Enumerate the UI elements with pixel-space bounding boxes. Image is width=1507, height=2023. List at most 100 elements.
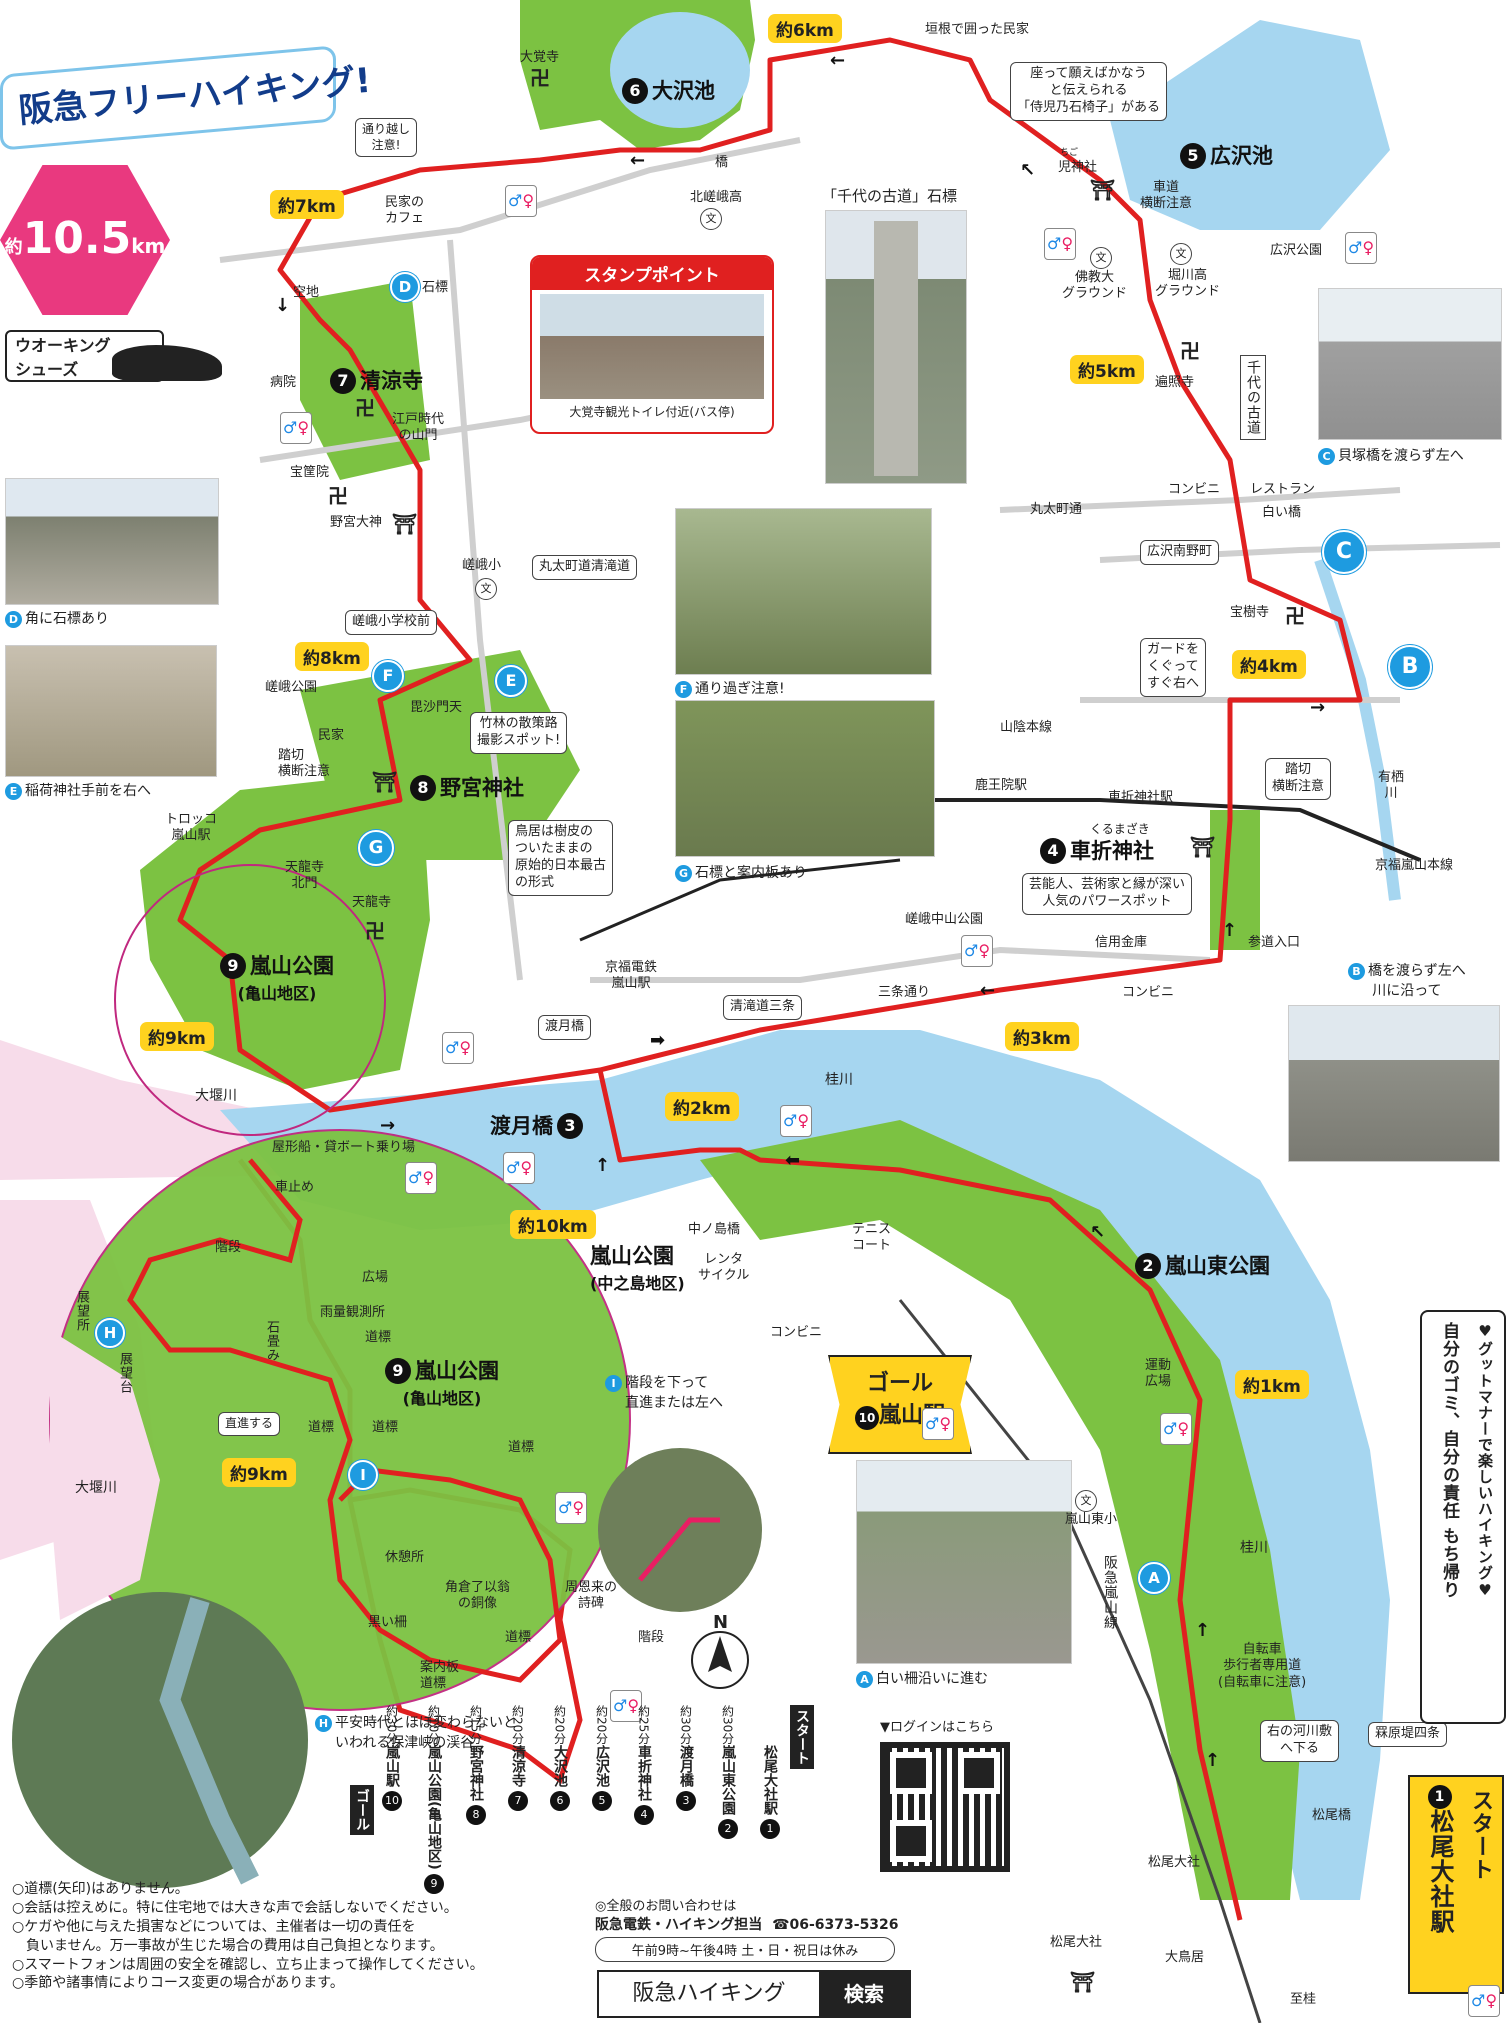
label-matsuobashi: 松尾橋 [1312, 1808, 1352, 1823]
schedule-goal-tag: ゴール [350, 1785, 374, 1835]
temple-icon-tenryuji: 卍 [365, 919, 385, 943]
label-bike: 自転車歩行者専用道(自転車に注意) [1218, 1642, 1306, 1691]
photo-C [1318, 288, 1502, 440]
zoom-label-annaiban: 案内板道標 [420, 1660, 459, 1693]
toilet-icon-4: ♂♀ [280, 412, 312, 444]
label-torii-4: の形式 [515, 874, 555, 890]
route-arrow-12: ↑ [1195, 1620, 1211, 1641]
place-7-name: 清涼寺 [360, 369, 423, 393]
search-button[interactable]: 検索 [819, 1972, 909, 2016]
label-horikawa: 堀川高グラウンド [1155, 268, 1220, 301]
label-matsuo-taisha-2: 松尾大社 [1050, 1935, 1103, 1950]
label-edo-2: の山門 [398, 428, 438, 444]
caption-I-text-1: 階段を下って [625, 1375, 709, 1391]
toilet-icon-9: ♂♀ [405, 1162, 437, 1194]
school-icon-sagasho: 文 [475, 578, 497, 600]
qr-code[interactable] [880, 1742, 1010, 1872]
schedule-stop-num: 8 [466, 1805, 486, 1825]
label-rental-2: サイクル [698, 1268, 750, 1284]
distance-value: 10.5 [22, 213, 132, 264]
label-edo-1: 江戸時代 [392, 412, 445, 427]
zoom-label-dohyo-5: 道標 [505, 1630, 532, 1645]
nakanoshima-name: 嵐山公園 [590, 1244, 674, 1268]
zoom-label-kyukeijo: 休憩所 [385, 1550, 425, 1565]
search-box[interactable]: 阪急ハイキング 検索 [597, 1970, 911, 2018]
shrine-icon-nonomiya: ⛩ [372, 770, 398, 794]
label-horikawa-1: 堀川高 [1168, 268, 1208, 283]
label-bike-1: 自転車 [1242, 1642, 1282, 1657]
toilet-icon-10: ♂♀ [1160, 1413, 1192, 1445]
label-shinyo: 信用金庫 [1095, 935, 1148, 950]
toilet-icon-6: ♂♀ [442, 1032, 474, 1064]
photo-G [675, 700, 935, 857]
stamp-point-caption: 大覚寺観光トイレ付近(バス停) [569, 405, 735, 419]
schedule-stop-name: 清涼寺 [510, 1745, 526, 1787]
label-crossing-1b: 横断注意 [1140, 196, 1193, 212]
label-torokko: トロッコ嵐山駅 [165, 812, 217, 845]
schedule-stop-num: 4 [634, 1805, 654, 1825]
zoom-label-oi-river: 大堰川 [75, 1480, 117, 1496]
place-4-ruby: くるまざき [1090, 822, 1150, 836]
zoom-label-chokushin: 直進する [218, 1412, 281, 1436]
label-crossing-1a: 車道 [1153, 180, 1180, 195]
label-keifuku-line: 京福嵐山本線 [1375, 858, 1454, 873]
note-line: ○スマートフォンは周囲の安全を確認し、立ち止まって操作してください。 [12, 1956, 484, 1973]
label-konbini-3: コンビニ [770, 1325, 823, 1340]
label-guard-1: ガードを [1147, 642, 1200, 657]
zoom-label-kurumadome: 車止め [275, 1180, 315, 1195]
photo-F [675, 508, 932, 675]
label-chikurin-2: 撮影スポット! [477, 732, 561, 748]
start-name: 松尾大社駅 [1426, 1809, 1454, 1934]
start-num: 1 [1428, 1785, 1452, 1809]
label-marutamachi-dori: 丸太町通 [1030, 502, 1083, 517]
label-torii-1: 鳥居は樹皮の [515, 824, 594, 839]
label-kawara: 右の河川敷へ下る [1260, 1720, 1340, 1762]
label-jidou: 座って願えばかなう と伝えられる 「侍児乃石椅子」がある [1010, 62, 1168, 121]
label-toorikoshi-2: 注意! [371, 137, 401, 152]
schedule-stop-name: 嵐山公園(亀山地区) [426, 1745, 442, 1870]
route-arrow-8: ➡ [650, 1030, 666, 1051]
contact-box: ◎全般のお問い合わせは 阪急電鉄・ハイキング担当 ☎06-6373-5326 午… [595, 1895, 899, 1962]
start-sign: スタート 1松尾大社駅 [1408, 1775, 1504, 1994]
schedule-stop-time: 約25分 [636, 1705, 651, 1745]
pin-D: D [390, 272, 420, 302]
zoom-label-annaiban-2: 道標 [420, 1676, 447, 1692]
caption-H-text-1: 平安時代とほぼ変わらないと [335, 1715, 517, 1731]
place-5-num: 5 [1180, 143, 1206, 169]
place-9b-name: 嵐山公園 [415, 1359, 499, 1383]
route-arrow-5: → [1310, 697, 1326, 718]
route-arrow-14: → [380, 1115, 396, 1136]
schedule-stop-num: 5 [592, 1791, 612, 1811]
photo-I-path [638, 1517, 720, 1582]
label-tenryuji-kita-1: 天龍寺 [285, 860, 325, 875]
label-chikurin: 竹林の散策路撮影スポット! [470, 712, 568, 754]
label-konbini-1: コンビニ [1122, 985, 1175, 1000]
label-torokko-2: 嵐山駅 [171, 828, 211, 844]
goal-label: ゴール [866, 1371, 933, 1396]
caption-H-text-2: いわれる保津峡の渓谷 [335, 1735, 475, 1751]
school-icon-higashisho: 文 [1075, 1490, 1097, 1512]
label-crossing-1: 車道横断注意 [1140, 180, 1192, 213]
place-9-sub: (亀山地区) [237, 984, 317, 1003]
distance-9km-zoom: 約9km [222, 1458, 296, 1487]
label-sando-iriguchi: 参道入口 [1248, 935, 1301, 950]
distance-7km: 約7km [270, 190, 344, 219]
caption-E-text: 稲荷神社手前を右へ [25, 783, 151, 799]
zoom-label-kuroisaku: 黒い柵 [368, 1615, 408, 1630]
label-chigo-shrine: 児神社 [1058, 160, 1098, 175]
label-bike-3: (自転車に注意) [1218, 1674, 1307, 1690]
label-minka-cafe-1: 民家の [385, 195, 425, 210]
label-ishishirube: 石標 [422, 280, 449, 295]
label-torokko-1: トロッコ [165, 812, 218, 827]
label-toorikoshi: 通り越し注意! [355, 118, 418, 158]
toilet-icon-13: ♂♀ [610, 1690, 642, 1722]
kameyama-river-oi [50, 1330, 160, 1620]
